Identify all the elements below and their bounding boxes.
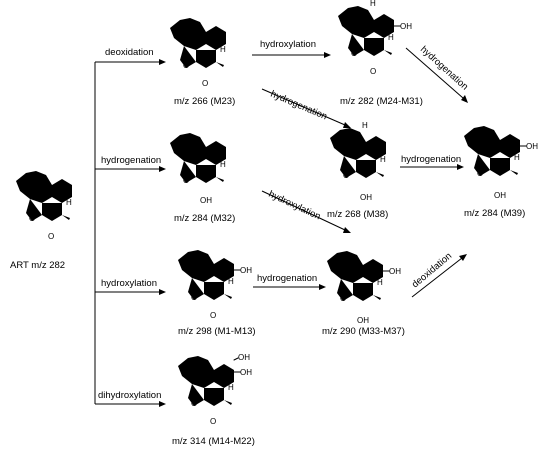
arrowhead	[461, 95, 468, 103]
atom-h: H	[388, 33, 394, 42]
caption-m32: m/z 284 (M32)	[174, 213, 235, 224]
atom-o: O	[186, 31, 192, 40]
structure-m23: O O O H	[158, 12, 226, 88]
atom-o: O	[36, 186, 42, 195]
atom-o: O	[190, 263, 196, 272]
caption-art: ART m/z 282	[10, 260, 65, 271]
structure-m24-m31: O O O H H OH	[326, 0, 412, 76]
atom-oh: OH	[389, 267, 401, 276]
label-deoxidation: deoxidation	[105, 47, 154, 58]
atom-h: H	[377, 278, 383, 287]
atom-o: O	[198, 371, 204, 380]
arrow-m23-to-m38	[261, 88, 346, 126]
structure-art: O O O O H	[4, 165, 72, 241]
label-dihydroxylation: dihydroxylation	[98, 390, 161, 401]
arrow-m24-to-m39	[405, 47, 464, 99]
arrowhead	[459, 254, 467, 261]
atom-o: O	[191, 399, 197, 408]
atom-h: H	[514, 153, 520, 162]
atom-oh: OH	[360, 193, 372, 202]
atom-oh: OH	[400, 22, 412, 31]
structure-m38: O O OH H H	[318, 121, 386, 202]
structure-m1-m13: O O O O H OH	[166, 244, 252, 320]
atom-h: H	[220, 160, 226, 169]
arrowhead	[343, 122, 351, 128]
structure-m32: O O O OH H	[158, 127, 226, 205]
structure-m33-m37: O O O OH H OH	[315, 245, 401, 325]
caption-m24-m31: m/z 282 (M24-M31)	[340, 96, 423, 107]
atom-o: O	[29, 214, 35, 223]
atom-o: O	[340, 294, 346, 303]
structure-m39: O O OH H OH	[452, 120, 538, 200]
atom-oh: OH	[526, 142, 538, 151]
atom-o: O	[182, 146, 188, 155]
caption-m23: m/z 266 (M23)	[174, 96, 235, 107]
label-hydrogenation: hydrogenation	[269, 89, 329, 123]
atom-o: O	[191, 293, 197, 302]
atom-o: O	[354, 19, 360, 28]
label-hydrogenation: hydrogenation	[257, 273, 317, 284]
arrow-m33-to-m39	[411, 257, 463, 298]
atom-o: O	[351, 49, 357, 58]
label-hydrogenation: hydrogenation	[401, 154, 461, 165]
atom-h: H	[380, 155, 386, 164]
atom-oh: OH	[240, 368, 252, 377]
atom-oh: OH	[238, 353, 250, 362]
arrowhead	[159, 401, 166, 407]
caption-m33-m37: m/z 290 (M33-M37)	[322, 326, 405, 337]
caption-m1-m13: m/z 298 (M1-M13)	[178, 326, 256, 337]
arrowhead	[324, 52, 331, 58]
atom-o: O	[202, 79, 208, 88]
arrowhead	[159, 59, 166, 65]
label-deoxidation: deoxidation	[410, 251, 454, 291]
atom-o: O	[347, 266, 353, 275]
structure-m14-m22: O O O O H OH OH	[166, 350, 252, 426]
label-hydroxylation: hydroxylation	[267, 189, 322, 223]
atom-o: O	[190, 148, 196, 157]
atom-h: H	[220, 45, 226, 54]
atom-h: H	[362, 121, 368, 130]
arrow-m32-to-m33	[261, 190, 346, 231]
atom-oh: OH	[494, 191, 506, 200]
atom-o: O	[183, 176, 189, 185]
label-hydrogenation: hydrogenation	[101, 155, 161, 166]
atom-o: O	[370, 67, 376, 76]
arrowhead	[319, 284, 326, 290]
atom-h: H	[228, 277, 234, 286]
atom-o: O	[343, 171, 349, 180]
arrowhead	[457, 164, 464, 170]
atom-o: O	[198, 265, 204, 274]
atom-h: H	[370, 0, 376, 8]
atom-oh: OH	[240, 266, 252, 275]
label-hydroxylation: hydroxylation	[260, 39, 316, 50]
atom-o: O	[346, 141, 352, 150]
atom-h: H	[228, 383, 234, 392]
label-hydroxylation: hydroxylation	[101, 278, 157, 289]
atom-o: O	[339, 264, 345, 273]
label-hydrogenation: hydrogenation	[418, 44, 470, 92]
caption-m14-m22: m/z 314 (M14-M22)	[172, 436, 255, 447]
caption-m39: m/z 284 (M39)	[464, 208, 525, 219]
atom-o: O	[210, 417, 216, 426]
atom-o: O	[28, 184, 34, 193]
arrowhead	[159, 166, 166, 172]
caption-m38: m/z 268 (M38)	[327, 209, 388, 220]
atom-oh: OH	[357, 316, 369, 325]
arrowhead	[159, 289, 166, 295]
atom-o: O	[190, 369, 196, 378]
arrowhead	[343, 227, 351, 233]
atom-o: O	[210, 311, 216, 320]
atom-o: O	[183, 61, 189, 70]
atom-o: O	[477, 169, 483, 178]
atom-o: O	[480, 139, 486, 148]
atom-h: H	[66, 198, 72, 207]
atom-oh: OH	[200, 196, 212, 205]
atom-o: O	[48, 232, 54, 241]
